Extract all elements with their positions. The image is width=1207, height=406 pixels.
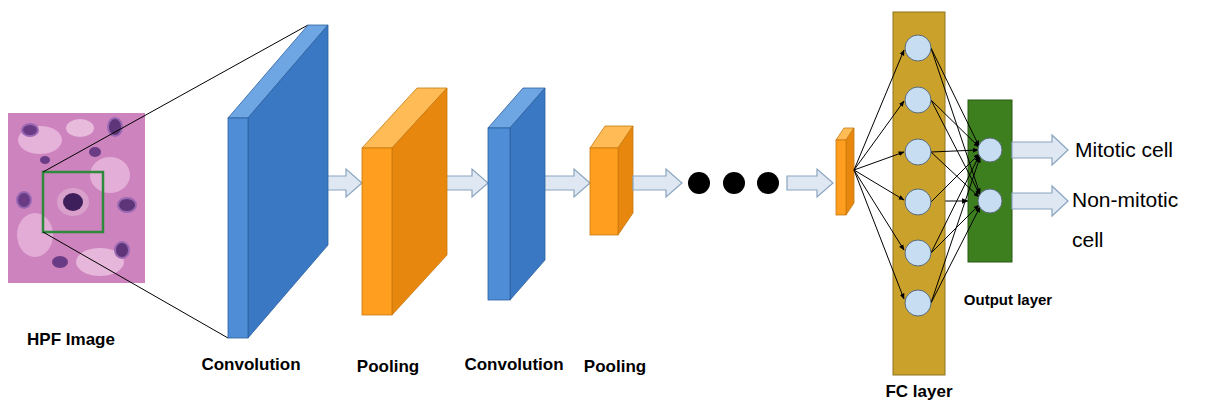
layer-label: Pooling — [357, 357, 419, 377]
neuron — [905, 139, 931, 165]
pooling-slab — [836, 140, 846, 215]
pooling-slab — [362, 148, 392, 315]
layer-label: Pooling — [584, 357, 646, 377]
output-arrow — [1012, 186, 1068, 216]
convolution-slab — [228, 118, 248, 338]
connection-line — [931, 100, 980, 195]
layer-label: HPF Image — [27, 330, 115, 350]
cell-nucleus — [115, 242, 129, 258]
class-label: Non-mitotic cell — [1072, 180, 1197, 260]
pooling-slab — [590, 148, 618, 235]
ellipsis-dot — [688, 172, 710, 194]
connection-line — [854, 170, 904, 200]
cell-nucleus — [52, 256, 68, 268]
layer-label: Convolution — [464, 355, 563, 375]
mitotic-nucleus — [63, 193, 83, 211]
output-layer: Output layer — [968, 100, 1012, 262]
convolution-slab — [488, 128, 510, 300]
connection-line — [931, 150, 978, 152]
pooling-layer: Pooling — [590, 148, 618, 235]
layer-label: Output layer — [964, 291, 1052, 309]
connection-line — [931, 48, 979, 146]
cell-nucleus — [108, 118, 122, 136]
cell-nucleus — [40, 156, 50, 164]
fc-layer: FC layer — [893, 12, 945, 375]
cell-nucleus — [22, 124, 38, 136]
connection-line — [931, 48, 980, 194]
convolution-slab — [510, 88, 545, 300]
ellipsis-dot — [723, 172, 745, 194]
output-layer-block — [968, 100, 1012, 262]
neuron — [978, 189, 1002, 213]
connection-line — [931, 157, 980, 303]
layer-label: Convolution — [201, 355, 300, 375]
connection-line — [931, 152, 979, 197]
connection-line — [931, 154, 979, 202]
cell-nucleus — [89, 147, 101, 157]
connection-line — [854, 50, 904, 170]
connection-line — [854, 152, 904, 170]
neuron — [905, 35, 931, 61]
ellipsis-dot — [757, 172, 779, 194]
neuron — [905, 290, 931, 316]
connection-line — [931, 205, 979, 253]
image-panel: HPF Image — [8, 113, 145, 283]
projection-line — [43, 232, 228, 338]
neuron — [905, 189, 931, 215]
cell-nucleus — [17, 192, 31, 208]
neuron — [905, 87, 931, 113]
pooling-slab — [618, 126, 633, 235]
flow-arrow — [787, 169, 833, 197]
connection-line — [854, 170, 904, 299]
layer-label: FC layer — [885, 382, 952, 402]
convolution-layer: Convolution — [488, 128, 510, 300]
class-label: Mitotic cell — [1075, 137, 1205, 163]
neuron — [978, 138, 1002, 162]
tissue-patch — [57, 188, 89, 216]
connection-line — [854, 170, 904, 250]
flow-arrow — [633, 169, 682, 197]
neuron — [905, 240, 931, 266]
selection-box — [43, 172, 103, 232]
convolution-layer: Convolution — [228, 118, 248, 338]
connection-line — [854, 101, 904, 170]
cell-nucleus — [118, 198, 136, 212]
output-arrow — [1012, 135, 1068, 165]
tissue-patch — [66, 119, 94, 137]
connection-line — [931, 156, 979, 253]
convolution-slab — [248, 25, 328, 338]
connection-line — [931, 207, 980, 303]
pooling-layer: Pooling — [362, 148, 392, 315]
tissue-patch — [90, 157, 130, 193]
pooling-slab — [392, 88, 447, 315]
histology-image — [8, 113, 145, 283]
pooling-slab — [846, 128, 854, 215]
connection-line — [931, 100, 979, 147]
